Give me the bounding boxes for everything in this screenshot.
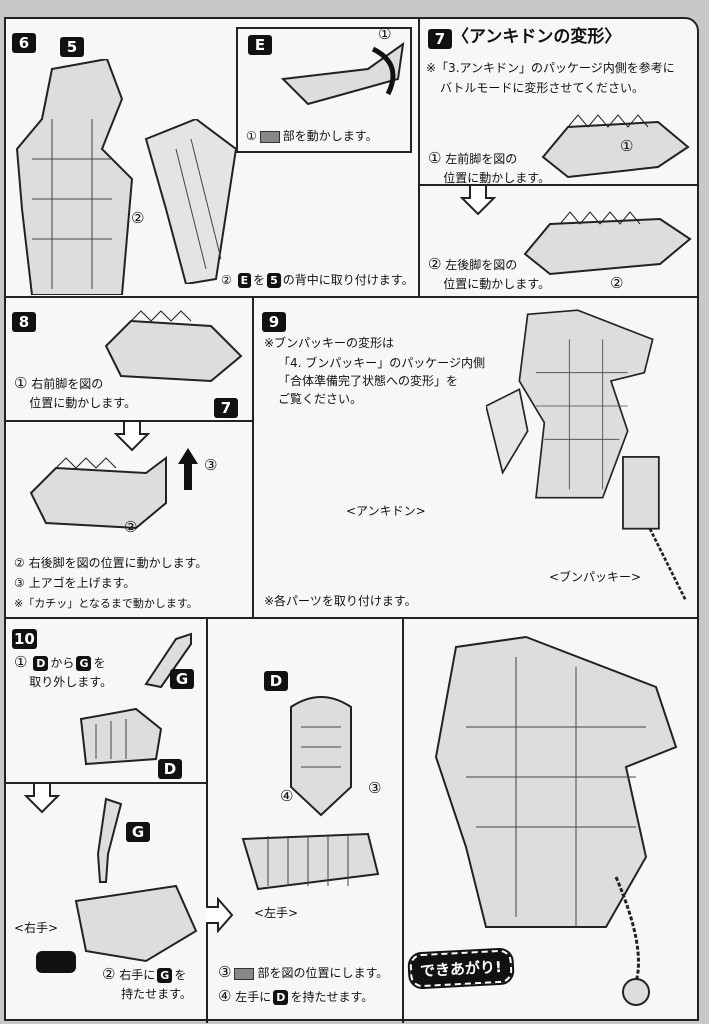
step9-note-line4: ご覧ください。	[278, 392, 363, 406]
divider	[206, 619, 208, 1023]
right-hand-illustration	[36, 881, 201, 976]
ankidon-illustration-1	[538, 107, 693, 179]
part-d-label: D	[158, 759, 182, 779]
step8-instruction-3: ③ 上アゴを上げます。	[14, 576, 136, 590]
callout-1: ①	[378, 25, 392, 43]
callout-1: ①	[620, 137, 634, 155]
part-e-illustration	[278, 39, 408, 109]
step8-note: ※「カチッ」となるまで動かします。	[14, 597, 198, 610]
part-5-label: 5	[60, 37, 84, 57]
part-5-label: 5	[267, 273, 281, 288]
label-left-hand: <左手>	[254, 906, 299, 920]
part-d-label: D	[33, 656, 49, 671]
ref-step-7-label: 7	[214, 398, 238, 418]
part-g-label: G	[76, 656, 92, 671]
label-bunpakki: <ブンパッキー>	[549, 570, 642, 584]
divider	[402, 619, 404, 1023]
step8-instruction-2: ② 右後脚を図の位置に動かします。	[14, 556, 208, 570]
step7-note-line2: バトルモードに変形させてください。	[440, 81, 645, 95]
step-9-panel: 9 ※ブンパッキーの変形は 「4. ブンパッキー」のパッケージ内側 「合体準備完…	[252, 296, 699, 619]
part-g-label: G	[170, 669, 194, 689]
part-g-illustration	[136, 629, 196, 689]
callout-3: ③	[368, 779, 382, 797]
step9-note-line3: 「合体準備完了状態への変形」を	[278, 374, 459, 388]
step-number: 10	[12, 629, 37, 649]
ankidon-illustration-2	[520, 199, 695, 279]
step7-note-line1: ※「3.アンキドン」のパッケージ内側を参考に	[426, 61, 675, 75]
callout-2: ②	[610, 274, 624, 292]
step9-note-line1: ※ブンパッキーの変形は	[264, 336, 395, 350]
gray-part-marker	[259, 130, 280, 143]
left-hand-illustration	[238, 824, 383, 899]
divider	[6, 782, 206, 784]
divider	[6, 420, 252, 422]
part-e-label: E	[248, 35, 272, 55]
combined-robot-illustration	[485, 306, 686, 506]
ankidon-illustration-3	[101, 306, 246, 394]
part-g-illustration-2	[86, 794, 126, 884]
step-7-panel: 7 〈アンキドンの変形〉 ※「3.アンキドン」のパッケージ内側を参考に バトルモ…	[418, 17, 699, 298]
part-d-illustration-2	[281, 687, 361, 817]
down-arrow-icon	[459, 186, 497, 216]
step8-instruction-1: ① 右前脚を図の 位置に動かします。	[14, 374, 137, 410]
part-e-label: E	[237, 273, 252, 288]
part-d-label: D	[273, 990, 289, 1005]
step-number: 9	[262, 312, 286, 332]
label-right-hand: <右手>	[14, 921, 59, 935]
step-number: 6	[12, 33, 36, 53]
part-g-label: G	[157, 968, 173, 983]
callout-2: ②	[131, 209, 145, 227]
callout-2: ②	[124, 518, 138, 536]
up-arrow-icon	[178, 448, 198, 490]
part-e-wing-illustration	[136, 117, 246, 286]
down-arrow-icon	[23, 784, 61, 814]
divider	[420, 184, 697, 186]
step7-instruction-1: ① 左前脚を図の 位置に動かします。	[428, 149, 551, 185]
step-8-panel: 8 7 ① 右前脚を図の 位置に動かします。 ③ ② ② 右後脚を図の位置に動か…	[4, 296, 254, 619]
step7-title: 〈アンキドンの変形〉	[452, 27, 622, 47]
part-d-label: D	[264, 671, 288, 691]
gray-part-marker	[234, 967, 255, 980]
bunpakki-flail-illustration	[614, 448, 701, 621]
down-arrow-icon	[113, 422, 151, 452]
label-ankidon: <アンキドン>	[346, 504, 426, 518]
callout-3: ③	[204, 456, 218, 474]
part-d-illustration	[76, 699, 166, 771]
step7-instruction-2: ② 左後脚を図の 位置に動かします。	[428, 255, 551, 291]
step9-note-line2: 「4. ブンパッキー」のパッケージ内側	[278, 356, 486, 370]
completed-robot-illustration	[426, 627, 696, 1007]
part-g-label: G	[126, 822, 150, 842]
callout-4: ④	[280, 787, 294, 805]
right-arrow-icon	[206, 896, 234, 934]
ankidon-illustration-4	[26, 448, 171, 538]
step9-instruction: ※各パーツを取り付けます。	[264, 594, 417, 608]
step-number: 8	[12, 312, 36, 332]
complete-badge: できあがり!	[407, 947, 515, 990]
step-number: 7	[428, 29, 452, 49]
robot-illustration	[12, 57, 142, 296]
